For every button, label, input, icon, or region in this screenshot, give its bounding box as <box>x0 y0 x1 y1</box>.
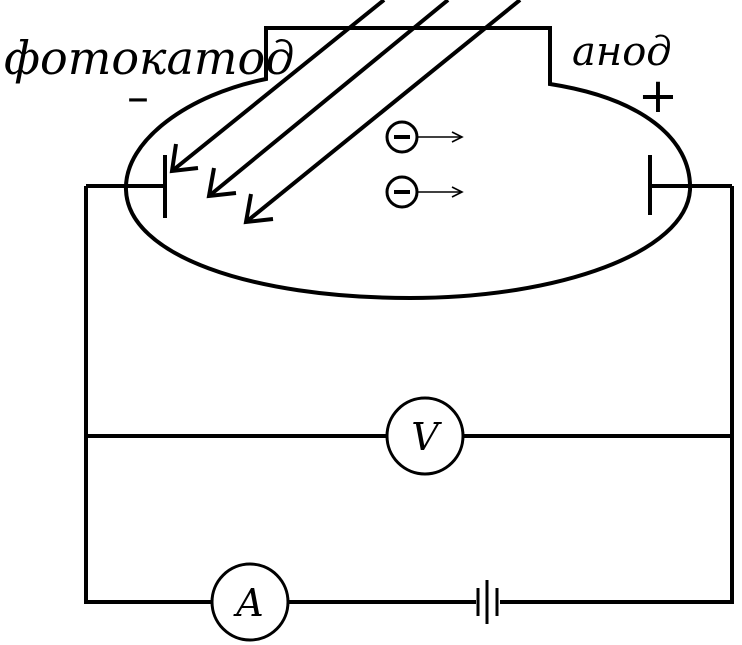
anode-plate <box>648 155 732 215</box>
anode-label: анод <box>572 29 672 75</box>
circuit-wires <box>84 186 734 604</box>
photocathode-label: фотокатод <box>4 31 294 85</box>
photocathode-plate <box>86 155 167 218</box>
voltmeter-label: V <box>411 415 442 459</box>
light-ray-2 <box>206 0 450 199</box>
light-ray-3 <box>243 0 522 225</box>
battery <box>476 580 499 624</box>
voltmeter: V <box>385 396 465 476</box>
anode-plus-sign: + <box>638 68 678 124</box>
light-rays <box>169 0 522 225</box>
ammeter-label: A <box>233 581 263 625</box>
electron-2 <box>385 175 464 209</box>
light-ray-1 <box>169 0 386 174</box>
vacuum-tube <box>123 26 693 301</box>
electron-1 <box>385 120 464 154</box>
cathode-minus-sign: – <box>127 72 149 123</box>
ammeter: A <box>210 562 290 642</box>
